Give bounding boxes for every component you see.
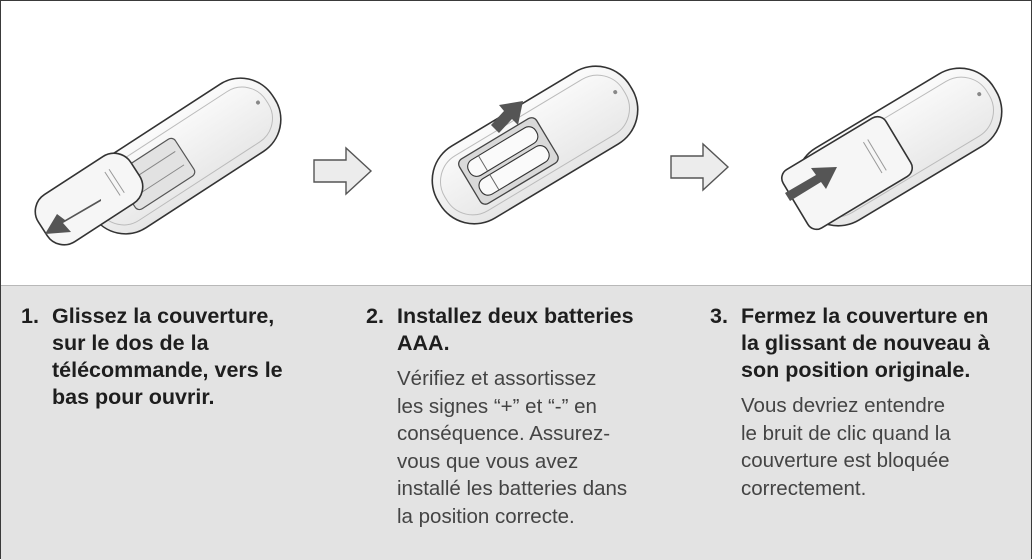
step-3: 3. Fermez la couverture en la glissant d… [710, 303, 1028, 502]
section-divider [1, 285, 1031, 286]
remote-cover-closing-icon [780, 67, 1003, 231]
step-2-number: 2. [366, 304, 384, 328]
remote-cover-open-icon [34, 77, 282, 246]
step-2-title-text: Installez deux batteries AAA. [397, 304, 634, 355]
step-3-title-text: Fermez la couverture en la glissant de n… [741, 304, 990, 382]
illustration-strip [1, 1, 1031, 285]
step-2-title: 2. Installez deux batteries AAA. [366, 303, 686, 357]
step-2: 2. Installez deux batteries AAA. Vérifie… [366, 303, 686, 530]
right-arrow-icon [670, 142, 730, 192]
step-1-title: 1. Glissez la couverture, sur le dos de … [21, 303, 341, 411]
steps-panel: 1. Glissez la couverture, sur le dos de … [1, 286, 1031, 560]
step-2-description: Vérifiez et assortissez les signes “+” e… [397, 367, 628, 528]
right-arrow-icon [313, 146, 373, 196]
remote-batteries-installed-icon [431, 65, 639, 225]
step-3-title: 3. Fermez la couverture en la glissant d… [710, 303, 1028, 384]
illustration-canvas [34, 65, 1003, 246]
step-1: 1. Glissez la couverture, sur le dos de … [21, 303, 341, 411]
step-1-title-text: Glissez la couverture, sur le dos de la … [52, 304, 283, 409]
step-3-number: 3. [710, 304, 728, 328]
step-1-number: 1. [21, 304, 39, 328]
step-3-description: Vous devriez entendre le bruit de clic q… [741, 394, 951, 500]
